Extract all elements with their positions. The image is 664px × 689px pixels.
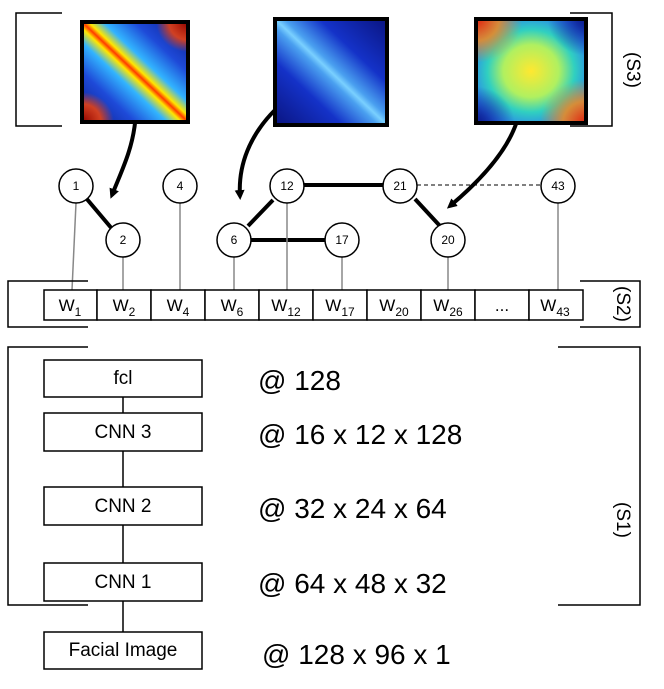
edge-21-20: [413, 197, 442, 228]
weight-cell-ellipsis: ...: [474, 289, 530, 321]
svg-text:6: 6: [231, 233, 238, 247]
node-2: 2: [105, 222, 141, 258]
layer-fcl-dims: @ 128: [258, 365, 341, 396]
svg-text:21: 21: [393, 179, 407, 193]
layer-cnn2-dims: @ 32 x 24 x 64: [258, 493, 447, 524]
graph-nodes: 1 2 4 6 12 17 21 20: [58, 168, 576, 258]
layer-cnn3: CNN 3: [43, 412, 203, 452]
arrow-heatmap-2: [234, 108, 277, 200]
node-21: 21: [382, 168, 418, 204]
weight-cell-20: W20: [366, 289, 422, 321]
svg-text:2: 2: [120, 233, 127, 247]
svg-text:17: 17: [335, 233, 349, 247]
weight-cell-1: W1: [43, 289, 98, 321]
svg-text:W43: W43: [540, 296, 570, 319]
node-12: 12: [269, 168, 305, 204]
s3-right-bracket: [570, 12, 613, 127]
layer-cnn3-dims: @ 16 x 12 x 128: [258, 419, 462, 450]
svg-text:W17: W17: [325, 296, 355, 319]
svg-text:1: 1: [73, 179, 80, 193]
layer-facial-image: Facial Image: [43, 631, 203, 670]
weight-cells: W1 W2 W4 W6 W12 W17 W20 W26: [43, 289, 584, 321]
svg-text:W1: W1: [59, 296, 82, 319]
svg-text:W12: W12: [271, 296, 301, 319]
svg-text:CNN 1: CNN 1: [94, 572, 151, 593]
weight-cell-43: W43: [528, 289, 584, 321]
s2-label: (S2): [612, 286, 633, 322]
node-20: 20: [430, 222, 466, 258]
s3-left-bracket: [15, 12, 62, 127]
s1-left-bracket: [7, 346, 88, 606]
heatmap-2: [273, 17, 389, 127]
weight-cell-26: W26: [420, 289, 476, 321]
s1-label: (S1): [612, 502, 633, 538]
layer-cnn1: CNN 1: [43, 562, 203, 602]
edge-6-12: [246, 198, 275, 228]
svg-text:fcl: fcl: [114, 368, 133, 389]
weight-cell-2: W2: [96, 289, 152, 321]
s2-left-bracket: [7, 280, 88, 328]
s2-right-bracket: [580, 280, 641, 328]
graph-edges: [84, 183, 541, 242]
svg-text:...: ...: [495, 296, 509, 315]
layer-cnn1-dims: @ 64 x 48 x 32: [258, 568, 447, 599]
arrow-heatmap-1: [109, 122, 137, 199]
arrow-heatmap-3: [446, 123, 518, 209]
svg-text:4: 4: [177, 179, 184, 193]
weight-cell-12: W12: [258, 289, 314, 321]
s1-right-bracket: [558, 346, 641, 606]
s3-label: (S3): [622, 52, 643, 88]
node-6: 6: [216, 222, 252, 258]
svg-text:W26: W26: [433, 296, 463, 319]
node-17: 17: [324, 222, 360, 258]
svg-text:CNN 3: CNN 3: [94, 422, 151, 443]
node-4: 4: [162, 168, 198, 204]
svg-text:CNN 2: CNN 2: [94, 496, 151, 517]
layer-facial-image-dims: @ 128 x 96 x 1: [262, 639, 451, 670]
weight-cell-17: W17: [312, 289, 368, 321]
node-weight-links: [71, 202, 559, 291]
layer-cnn2: CNN 2: [43, 486, 203, 526]
heatmap-3: [474, 17, 588, 125]
svg-text:W20: W20: [379, 296, 409, 319]
node-43: 43: [540, 168, 576, 204]
weight-cell-6: W6: [204, 289, 260, 321]
svg-text:W6: W6: [221, 296, 244, 319]
weight-cell-4: W4: [150, 289, 206, 321]
heatmap-1: [80, 20, 190, 124]
svg-text:W2: W2: [113, 296, 136, 319]
svg-text:12: 12: [280, 179, 294, 193]
node-1: 1: [58, 168, 94, 204]
svg-text:Facial Image: Facial Image: [69, 640, 178, 661]
svg-text:20: 20: [441, 233, 455, 247]
s3-brackets: [15, 12, 613, 127]
layer-fcl: fcl: [43, 359, 203, 398]
heatmap-arrows: [109, 108, 518, 209]
svg-text:43: 43: [551, 179, 565, 193]
svg-text:W4: W4: [167, 296, 190, 319]
edge-1-2: [84, 196, 115, 232]
